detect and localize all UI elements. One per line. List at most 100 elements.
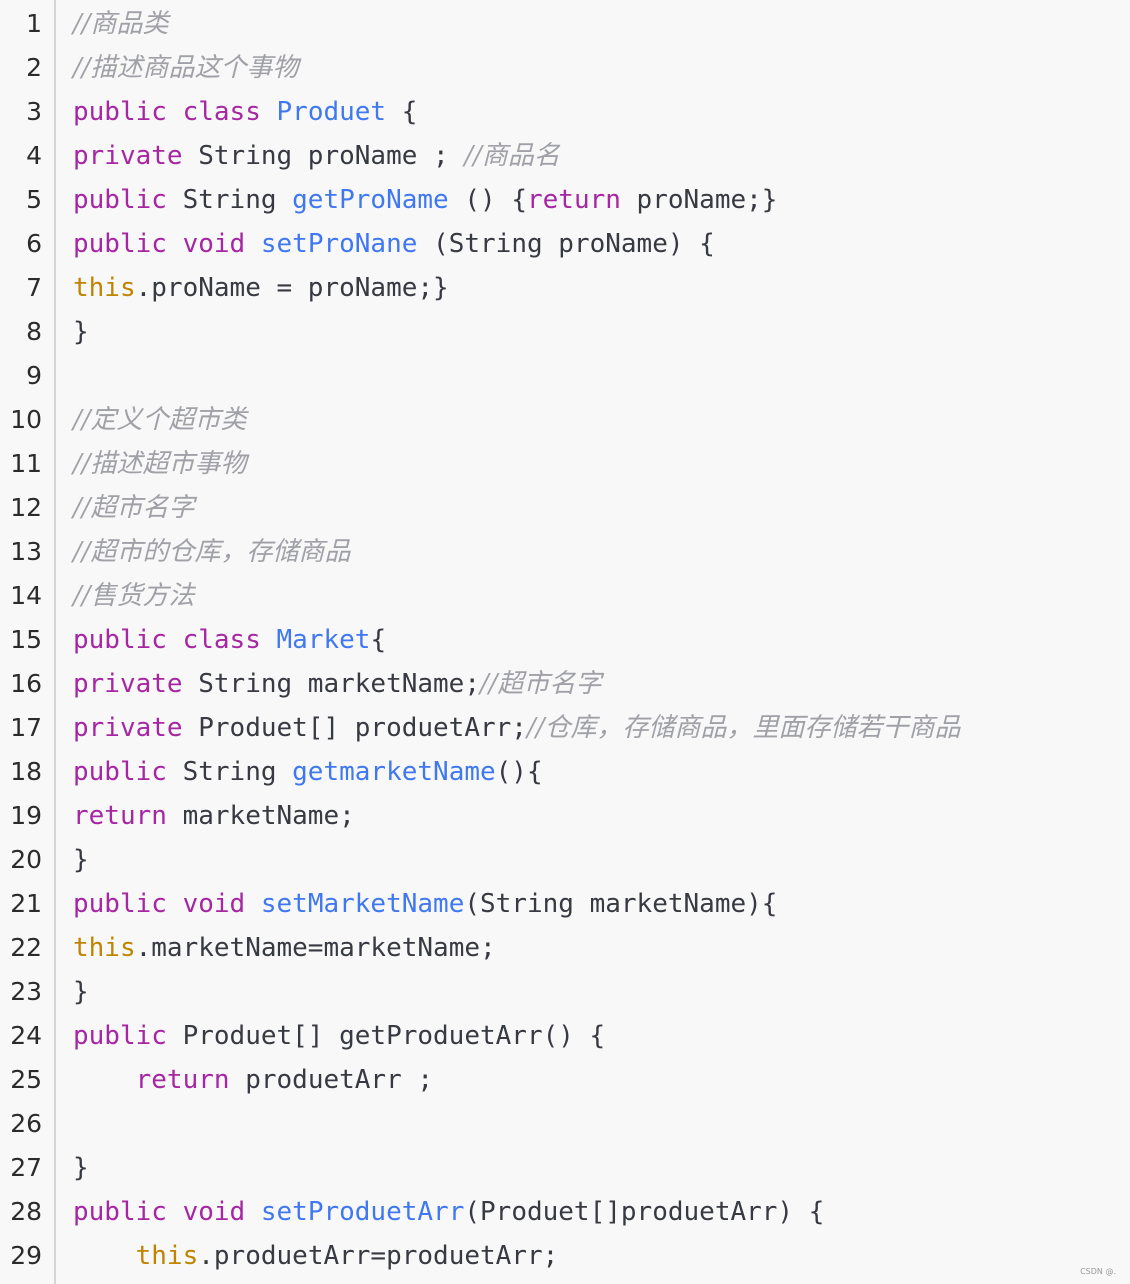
code-line[interactable]: 29 this.produetArr=produetArr; bbox=[0, 1234, 1130, 1278]
line-number: 1 bbox=[26, 9, 42, 38]
line-number: 5 bbox=[26, 185, 42, 214]
code-content: this.proName = proName;} bbox=[73, 266, 449, 310]
code-text bbox=[245, 889, 261, 919]
code-line[interactable]: 28 public void setProduetArr(Produet[]pro… bbox=[0, 1190, 1130, 1234]
code-line[interactable]: 7 this.proName = proName;} bbox=[0, 266, 1130, 310]
line-number: 12 bbox=[10, 493, 42, 522]
code-line[interactable]: 26 bbox=[0, 1102, 1130, 1146]
code-text: Produet[] produetArr; bbox=[182, 713, 527, 743]
code-keyword: class bbox=[182, 625, 261, 655]
code-keyword: return bbox=[526, 185, 621, 215]
code-line[interactable]: 10 //定义个超市类 bbox=[0, 398, 1130, 442]
code-comment: //描述超市事物 bbox=[73, 449, 247, 479]
code-line[interactable]: 8} bbox=[0, 310, 1130, 354]
code-comment: //定义个超市类 bbox=[73, 405, 247, 435]
code-keyword: public bbox=[73, 97, 167, 127]
line-number: 8 bbox=[26, 317, 42, 346]
code-comment: //超市的仓库，存储商品 bbox=[73, 537, 351, 567]
line-number-gutter bbox=[0, 0, 56, 1284]
code-function-name: setProNane bbox=[260, 229, 418, 259]
code-line[interactable]: 6 public void setProNane (String proName)… bbox=[0, 222, 1130, 266]
code-text bbox=[167, 889, 183, 919]
code-keyword: return bbox=[135, 1065, 230, 1095]
code-text: } bbox=[73, 317, 89, 347]
code-line[interactable]: 15 public class Market{ bbox=[0, 618, 1130, 662]
line-number: 21 bbox=[10, 889, 42, 918]
code-this-keyword: this bbox=[73, 933, 136, 963]
code-class-name: Produet bbox=[276, 97, 387, 127]
line-number: 27 bbox=[10, 1153, 42, 1182]
code-content: public String getmarketName(){ bbox=[73, 750, 543, 794]
code-line[interactable]: 1 //商品类 bbox=[0, 2, 1130, 46]
line-number: 25 bbox=[10, 1065, 42, 1094]
code-text: } bbox=[73, 845, 89, 875]
code-content: //商品类 bbox=[73, 2, 169, 46]
code-content: //超市的仓库，存储商品 bbox=[73, 530, 351, 574]
code-text: String marketName; bbox=[182, 669, 480, 699]
code-text: String bbox=[166, 757, 293, 787]
line-number: 23 bbox=[10, 977, 42, 1006]
code-line[interactable]: 9 bbox=[0, 354, 1130, 398]
code-text bbox=[167, 229, 183, 259]
code-function-name: setProduetArr bbox=[260, 1197, 465, 1227]
line-number: 26 bbox=[10, 1109, 42, 1138]
code-keyword: public bbox=[73, 625, 167, 655]
code-line[interactable]: 27} bbox=[0, 1146, 1130, 1190]
code-line[interactable]: 25 return produetArr ; bbox=[0, 1058, 1130, 1102]
code-content: //售货方法 bbox=[73, 574, 195, 618]
code-text: .proName = proName;} bbox=[135, 273, 449, 303]
code-keyword: public bbox=[73, 889, 167, 919]
line-number: 10 bbox=[10, 405, 42, 434]
code-keyword: void bbox=[182, 229, 246, 259]
code-keyword: class bbox=[182, 97, 261, 127]
code-content: return marketName; bbox=[73, 794, 355, 838]
watermark: CSDN @. bbox=[1080, 1267, 1116, 1276]
code-text bbox=[167, 97, 183, 127]
code-text: { bbox=[386, 97, 418, 127]
line-number: 14 bbox=[10, 581, 42, 610]
code-text: () { bbox=[448, 185, 527, 215]
line-number: 28 bbox=[10, 1197, 42, 1226]
code-text: } bbox=[73, 977, 89, 1007]
code-line[interactable]: 20} bbox=[0, 838, 1130, 882]
code-content: public class Market{ bbox=[73, 618, 386, 662]
code-function-name: setMarketName bbox=[260, 889, 465, 919]
code-content: public void setProduetArr(Produet[]produ… bbox=[73, 1190, 824, 1234]
code-content: return produetArr ; bbox=[73, 1058, 433, 1102]
code-line[interactable]: 23} bbox=[0, 970, 1130, 1014]
code-comment: //描述商品这个事物 bbox=[73, 53, 299, 83]
code-keyword: public bbox=[73, 185, 167, 215]
code-text: (String proName) { bbox=[417, 229, 715, 259]
code-keyword: public bbox=[73, 1197, 167, 1227]
code-text bbox=[245, 1197, 261, 1227]
code-text bbox=[245, 229, 261, 259]
code-keyword: public bbox=[73, 229, 167, 259]
code-line[interactable]: 3 public class Produet { bbox=[0, 90, 1130, 134]
code-keyword: void bbox=[182, 1197, 246, 1227]
code-line[interactable]: 13//超市的仓库，存储商品 bbox=[0, 530, 1130, 574]
code-line[interactable]: 12//超市名字 bbox=[0, 486, 1130, 530]
code-line[interactable]: 14 //售货方法 bbox=[0, 574, 1130, 618]
line-number: 7 bbox=[26, 273, 42, 302]
line-number: 6 bbox=[26, 229, 42, 258]
code-text bbox=[73, 1065, 136, 1095]
code-this-keyword: this bbox=[135, 1241, 199, 1271]
line-number: 15 bbox=[10, 625, 42, 654]
code-content: } bbox=[73, 970, 89, 1014]
code-line[interactable]: 11//描述超市事物 bbox=[0, 442, 1130, 486]
code-line[interactable]: 2//描述商品这个事物 bbox=[0, 46, 1130, 90]
line-number: 3 bbox=[26, 97, 42, 126]
line-number: 17 bbox=[10, 713, 42, 742]
code-content: //定义个超市类 bbox=[73, 398, 247, 442]
